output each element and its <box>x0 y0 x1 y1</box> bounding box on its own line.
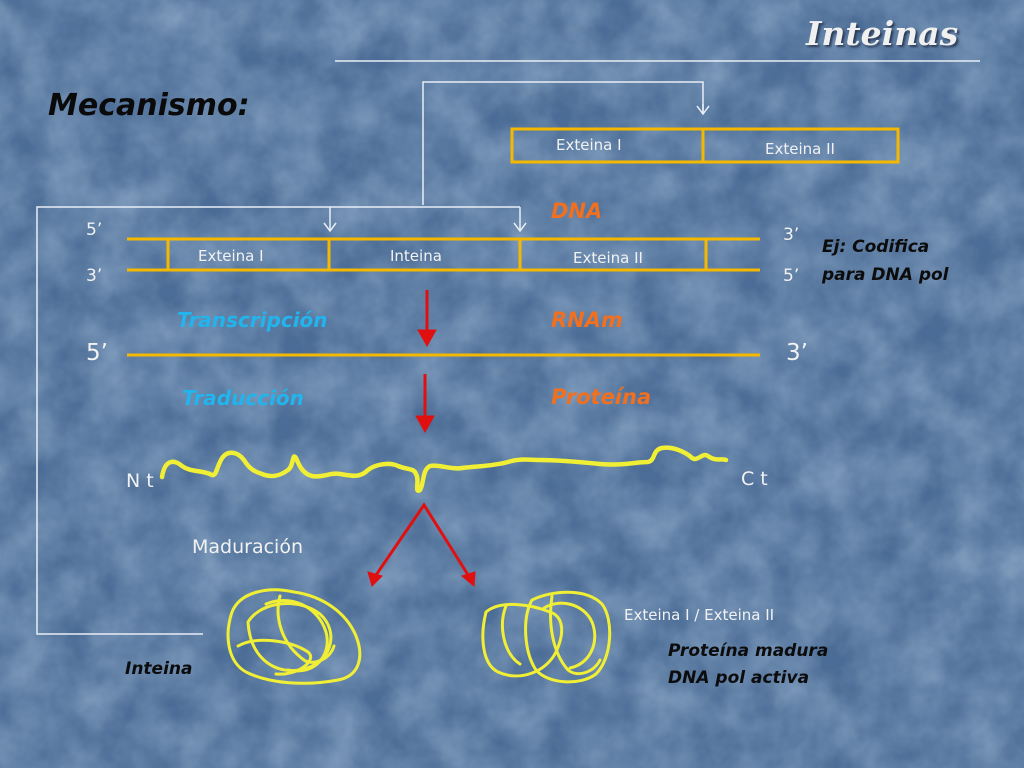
exteina1-fold-1 <box>501 604 522 666</box>
mature-protein-line-2: DNA pol activa <box>668 668 810 688</box>
translation-label: Traducción <box>182 386 304 410</box>
n-terminus-label: N t <box>126 470 154 492</box>
dna-gene-bar <box>127 237 760 272</box>
dna-bottom-right-end: 5’ <box>783 266 800 286</box>
connector-lines <box>36 81 710 635</box>
maturation-arrow-right-head <box>460 571 476 588</box>
intein-fold-1 <box>246 602 333 673</box>
maturation-split-arrow <box>372 502 472 579</box>
exteina2-domain <box>524 590 612 684</box>
transcription-label: Transcripción <box>177 308 328 332</box>
intein-fold-2 <box>264 599 329 673</box>
intein-outline <box>226 588 362 685</box>
connector-top <box>422 81 704 205</box>
intein-fold-4 <box>276 594 336 664</box>
dna-top-right-end: 3’ <box>783 225 800 245</box>
maturation-label: Maduración <box>192 536 303 558</box>
dna-top-left-end: 5’ <box>86 220 103 240</box>
intein-fold-3 <box>236 638 312 676</box>
example-line-1: Ej: Codifica <box>822 237 930 257</box>
translation-arrow-head <box>415 415 435 434</box>
connector-left <box>36 206 330 635</box>
mrna-label: RNAm <box>551 308 623 332</box>
example-line-2: para DNA pol <box>822 265 949 285</box>
dna-exteina1-label: Exteina I <box>198 247 264 265</box>
dna-inteina-label: Inteina <box>390 247 442 265</box>
spliced-exteina1-label: Exteina I <box>556 136 622 154</box>
dna-bottom-left-end: 3’ <box>86 266 103 286</box>
intein-product-label: Inteina <box>125 659 193 679</box>
folded-intein <box>226 588 362 685</box>
exteina2-fold-2 <box>549 594 602 676</box>
mature-protein <box>481 590 612 684</box>
dna-label: DNA <box>551 199 603 223</box>
spliced-gene-outline <box>510 127 900 164</box>
unfolded-protein-chain <box>159 445 729 493</box>
transcription-arrow-head <box>417 329 437 348</box>
mrna-left-end: 5’ <box>86 340 108 366</box>
spliced-gene-bar <box>510 127 900 164</box>
exteina2-fold-1 <box>542 601 597 670</box>
mature-protein-line-1: Proteína madura <box>668 641 829 661</box>
protein-label: Proteína <box>551 385 652 409</box>
maturation-arrow-left-head <box>367 571 383 587</box>
exteina-junction-label: Exteina I / Exteina II <box>624 606 775 624</box>
c-terminus-label: C t <box>741 468 768 490</box>
mrna-right-end: 3’ <box>786 340 808 366</box>
connector-arrow-left-head <box>323 222 337 233</box>
connector-top-arrowhead <box>696 105 710 116</box>
section-heading: Mecanismo: <box>48 88 250 123</box>
process-arrows <box>367 290 476 588</box>
connector-arrow-right-head <box>513 222 527 233</box>
spliced-exteina2-label: Exteina II <box>765 140 835 158</box>
slide-title: Inteinas <box>806 14 959 53</box>
dna-exteina2-label: Exteina II <box>573 249 643 267</box>
